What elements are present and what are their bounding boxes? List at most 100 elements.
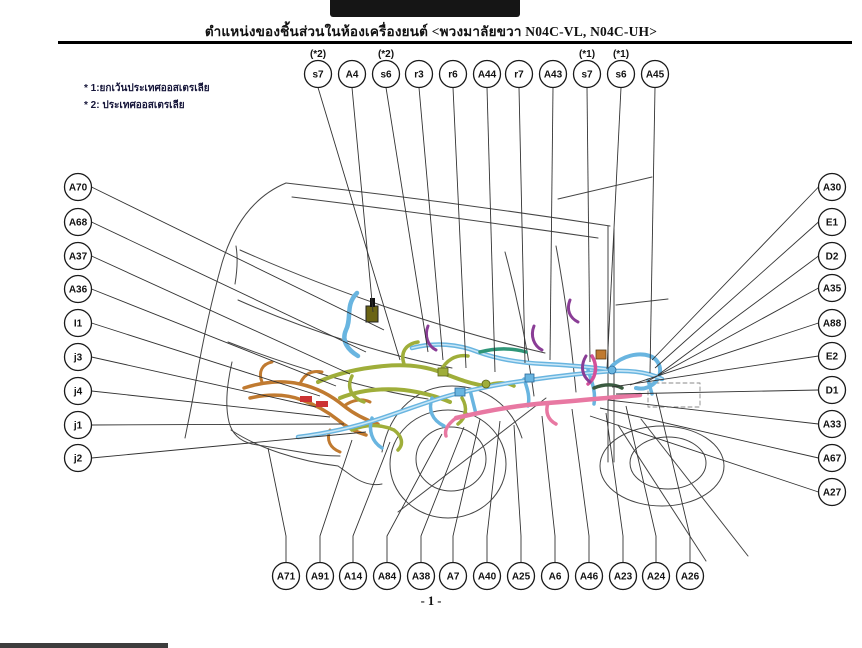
callout-A24 xyxy=(641,561,671,591)
callout-label-j4: j4 xyxy=(73,387,83,398)
callout-label-r7: r7 xyxy=(514,70,524,81)
callout-A38 xyxy=(406,561,436,591)
callout-label-I1: I1 xyxy=(74,319,83,330)
callout-label-A36: A36 xyxy=(69,285,88,296)
callout-A36 xyxy=(63,274,93,304)
leader-r6 xyxy=(452,87,467,369)
leader-r3 xyxy=(418,87,444,361)
callout-label-A70: A70 xyxy=(69,183,88,194)
callout-label-A91: A91 xyxy=(311,572,330,583)
wiring-harness-orange xyxy=(242,360,380,454)
callout-A67 xyxy=(817,443,847,473)
leader-A70 xyxy=(91,186,385,331)
callout-A14 xyxy=(338,561,368,591)
title-rule xyxy=(58,41,852,44)
callout-I1 xyxy=(63,308,93,338)
footnote-2: * 2: ประเทศออสเตรเลีย xyxy=(84,100,185,111)
callout-label-j3: j3 xyxy=(73,353,83,364)
callout-r6 xyxy=(438,59,468,89)
callout-label-A6: A6 xyxy=(549,572,562,583)
footnotes: * 1:ยกเว้นประเทศออสเตรเลีย * 2: ประเทศออ… xyxy=(84,80,210,114)
callout-s7 xyxy=(303,59,333,89)
leader-A33 xyxy=(607,399,819,425)
leader-A67 xyxy=(599,407,819,459)
callout-A33 xyxy=(817,409,847,439)
callout-E1 xyxy=(817,207,847,237)
page-title: ตำแหน่งของชิ้นส่วนในห้องเครื่องยนต์ <พวง… xyxy=(204,24,658,39)
callout-A40 xyxy=(472,561,502,591)
callout-label-A46: A46 xyxy=(580,572,599,583)
callout-A7 xyxy=(438,561,468,591)
leader-j4 xyxy=(91,390,331,418)
leader-E2 xyxy=(611,355,819,388)
callout-s6 xyxy=(606,59,636,89)
callout-label-A23: A23 xyxy=(614,572,633,583)
callout-E2 xyxy=(817,341,847,371)
callout-label-A38: A38 xyxy=(412,572,431,583)
callout-A88 xyxy=(817,308,847,338)
callout-label-A4: A4 xyxy=(346,70,359,81)
callout-label-r6: r6 xyxy=(448,70,458,81)
callout-j1 xyxy=(63,410,93,440)
callout-label-A68: A68 xyxy=(69,218,88,229)
callout-A25 xyxy=(506,561,536,591)
callout-note-s7: (*1) xyxy=(579,49,595,60)
callout-A44 xyxy=(472,59,502,89)
leader-s7 xyxy=(317,87,401,361)
callout-A35 xyxy=(817,273,847,303)
callout-label-A45: A45 xyxy=(646,70,665,81)
leader-A71 xyxy=(267,447,287,563)
leader-A46 xyxy=(571,408,590,563)
callout-D2 xyxy=(817,241,847,271)
callout-label-s6: s6 xyxy=(615,70,627,81)
callout-label-A30: A30 xyxy=(823,183,842,194)
wiring-harness-teal xyxy=(478,347,624,390)
leader-s6 xyxy=(385,87,429,353)
callout-label-A7: A7 xyxy=(447,572,460,583)
callout-label-E1: E1 xyxy=(826,218,839,229)
leader-A84 xyxy=(386,433,443,563)
leader-A23 xyxy=(605,412,624,563)
callout-label-s6: s6 xyxy=(380,70,392,81)
callout-label-A24: A24 xyxy=(647,572,666,583)
redaction-bar-bottom xyxy=(0,643,168,648)
leader-s6 xyxy=(606,87,622,370)
leader-j1 xyxy=(91,423,345,426)
callout-A43 xyxy=(538,59,568,89)
callout-label-j2: j2 xyxy=(73,454,83,465)
callout-label-A84: A84 xyxy=(378,572,397,583)
callout-label-A35: A35 xyxy=(823,284,842,295)
leader-A6 xyxy=(541,415,556,563)
leader-j2 xyxy=(91,431,367,459)
callout-A27 xyxy=(817,477,847,507)
callout-r3 xyxy=(404,59,434,89)
callout-label-s7: s7 xyxy=(581,70,593,81)
callout-s7 xyxy=(572,59,602,89)
leader-A14 xyxy=(352,441,391,563)
leader-A36 xyxy=(91,288,337,387)
leader-A35 xyxy=(647,287,819,382)
callout-label-A14: A14 xyxy=(344,572,363,583)
callout-A23 xyxy=(608,561,638,591)
callout-note-s6: (*1) xyxy=(613,49,629,60)
callout-label-s7: s7 xyxy=(312,70,324,81)
footnote-1: * 1:ยกเว้นประเทศออสเตรเลีย xyxy=(84,83,210,94)
callout-label-A40: A40 xyxy=(478,572,497,583)
callout-A46 xyxy=(574,561,604,591)
callout-A71 xyxy=(271,561,301,591)
callout-D1 xyxy=(817,375,847,405)
leader-A4 xyxy=(351,87,374,313)
callout-A84 xyxy=(372,561,402,591)
callout-label-D1: D1 xyxy=(826,386,839,397)
callout-r7 xyxy=(504,59,534,89)
leader-A25 xyxy=(513,424,522,563)
leader-A43 xyxy=(549,87,554,361)
wiring-harness-purple xyxy=(424,298,592,384)
callout-A70 xyxy=(63,172,93,202)
callout-label-A25: A25 xyxy=(512,572,531,583)
leader-r7 xyxy=(518,87,526,364)
callout-s6 xyxy=(371,59,401,89)
callout-A91 xyxy=(305,561,335,591)
